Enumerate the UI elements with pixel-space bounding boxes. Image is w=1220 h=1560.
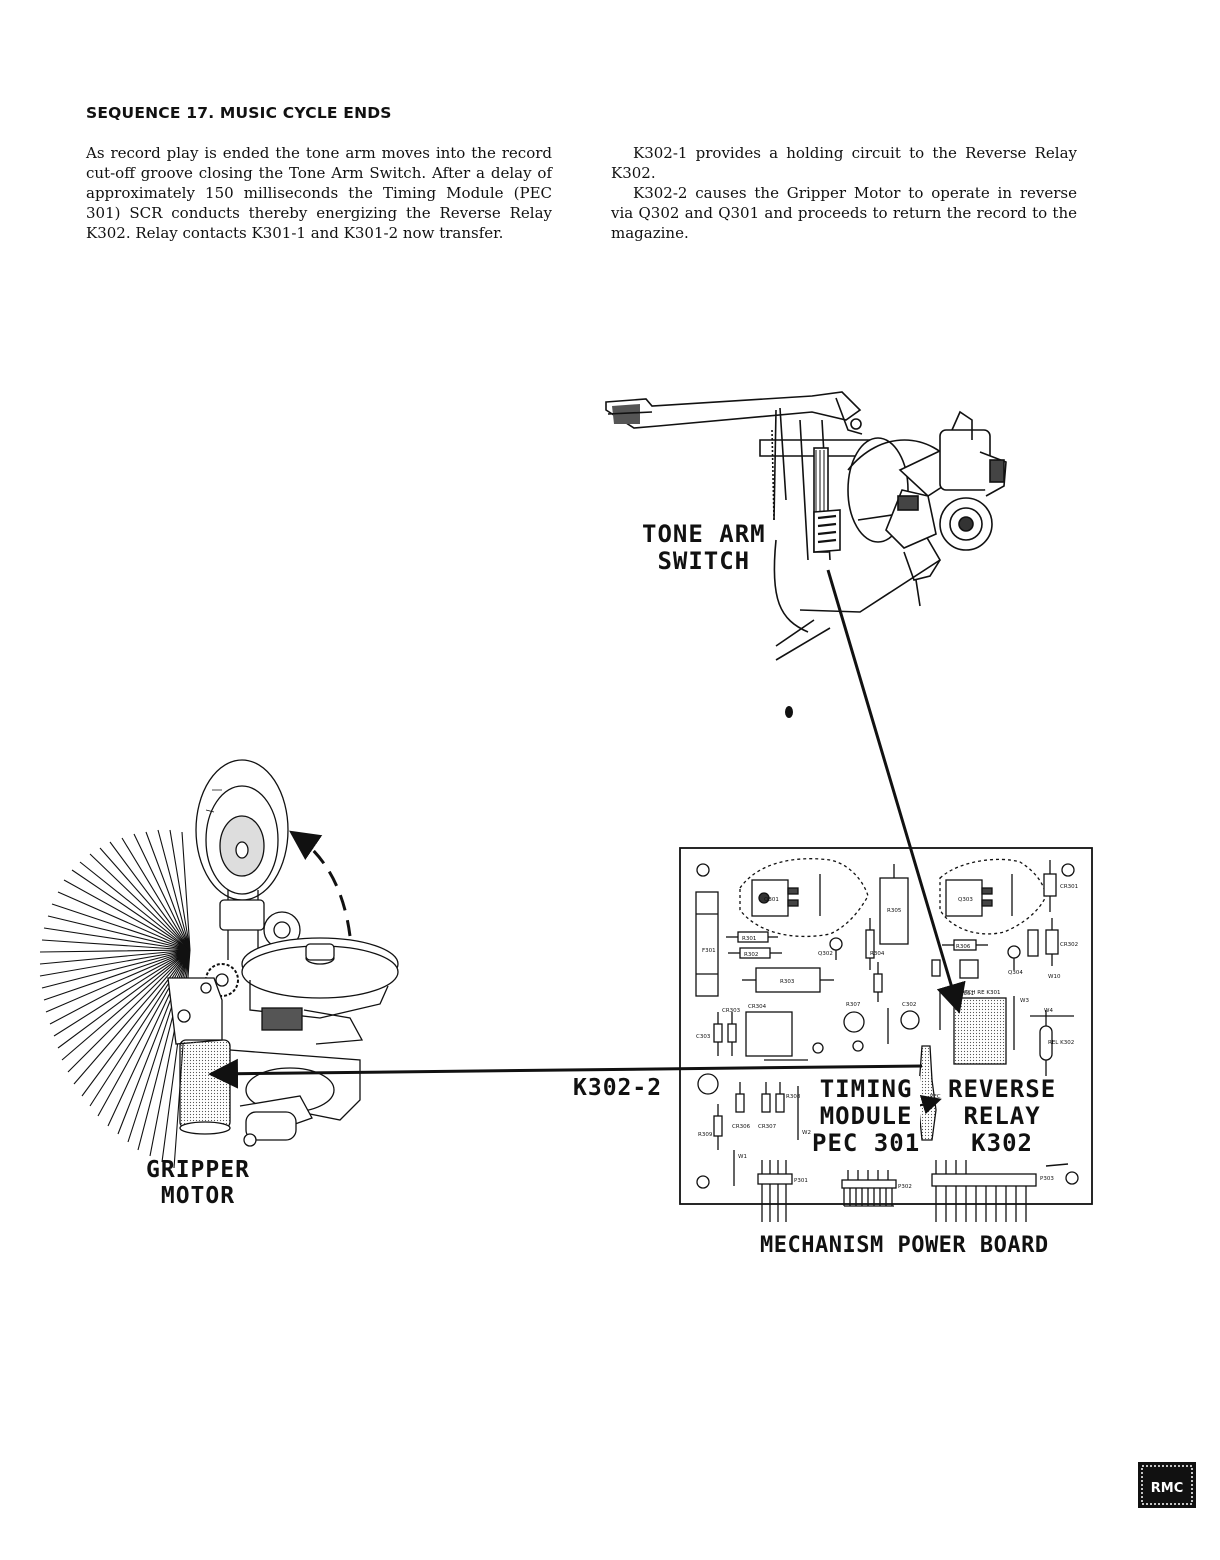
label-line: PEC 301 bbox=[812, 1128, 921, 1157]
label-line: MODULE bbox=[819, 1101, 913, 1130]
part-code: Q303 bbox=[958, 897, 973, 903]
board-part-codes: Q301 Q303 R305 CR301 R301 R302 F301 R303… bbox=[696, 884, 1078, 1190]
label-line: RELAY bbox=[963, 1101, 1041, 1130]
part-code: R305 bbox=[887, 908, 902, 914]
part-code: CR304 bbox=[748, 1004, 767, 1010]
left-column: As record play is ended the tone arm mov… bbox=[86, 143, 552, 243]
part-code: S301 bbox=[960, 991, 974, 997]
label-line: GRIPPER bbox=[146, 1157, 250, 1183]
rmc-logo: RMC bbox=[1138, 1462, 1196, 1508]
part-code: R309 bbox=[698, 1132, 713, 1138]
reverse-relay-label: REVERSE RELAY K302 bbox=[948, 1075, 1057, 1157]
k302-2-to-gripper-arrow bbox=[208, 1058, 923, 1089]
part-code: CR306 bbox=[732, 1124, 751, 1130]
connector-p301 bbox=[757, 1160, 793, 1222]
part-code: R307 bbox=[846, 1002, 861, 1008]
board-caption: MECHANISM POWER BOARD bbox=[760, 1233, 1049, 1258]
part-code: W10 bbox=[1048, 974, 1061, 980]
part-code: W1 bbox=[738, 1154, 747, 1160]
tone-arm-assembly bbox=[605, 391, 1007, 661]
right-column: K302-1 provides a holding circuit to the… bbox=[611, 143, 1077, 243]
part-code: P301 bbox=[794, 1178, 808, 1184]
part-code: REL K302 bbox=[1048, 1040, 1074, 1046]
part-code: CR301 bbox=[1060, 884, 1078, 890]
k302-leader bbox=[1045, 1163, 1069, 1167]
part-code: R302 bbox=[744, 952, 758, 958]
part-code: C303 bbox=[696, 1034, 711, 1040]
section-heading: SEQUENCE 17. MUSIC CYCLE ENDS bbox=[86, 104, 392, 122]
part-code: Q304 bbox=[1008, 970, 1023, 976]
part-code: R306 bbox=[956, 944, 971, 950]
power-board bbox=[679, 847, 1093, 1222]
part-code: C302 bbox=[902, 1002, 916, 1008]
part-code: PEC bbox=[930, 1094, 941, 1100]
label-line: SWITCH bbox=[657, 546, 751, 575]
logo-text: RMC bbox=[1151, 1481, 1184, 1496]
gripper-rotation-arrow bbox=[289, 830, 352, 937]
part-code: CR303 bbox=[722, 1008, 741, 1014]
gripper-motor-label: GRIPPER MOTOR bbox=[146, 1157, 250, 1210]
part-code: R308 bbox=[786, 1094, 801, 1100]
part-code: W4 bbox=[1044, 1008, 1053, 1014]
label-line: TONE ARM bbox=[642, 520, 766, 548]
part-code: F301 bbox=[702, 948, 716, 954]
part-code: R301 bbox=[742, 936, 756, 942]
part-code: CR302 bbox=[1060, 942, 1078, 948]
label-line: K302 bbox=[971, 1128, 1033, 1157]
gripper-assembly bbox=[39, 759, 399, 1169]
part-code: W2 bbox=[802, 1130, 811, 1136]
tone-arm-switch-label: TONE ARM SWITCH bbox=[642, 521, 766, 575]
part-code: R304 bbox=[870, 951, 885, 957]
part-code: P303 bbox=[1040, 1176, 1054, 1182]
ink-dot bbox=[785, 706, 793, 718]
connector-p303 bbox=[931, 1160, 1037, 1222]
left-paragraph: As record play is ended the tone arm mov… bbox=[86, 144, 552, 242]
right-paragraph-1: K302-1 provides a holding circuit to the… bbox=[611, 144, 1077, 182]
k302-2-label: K302-2 bbox=[573, 1075, 663, 1101]
timing-module-label: TIMING MODULE PEC 301 bbox=[812, 1075, 921, 1157]
part-code: Q302 bbox=[818, 951, 833, 957]
part-code: W3 bbox=[1020, 998, 1029, 1004]
part-code: CR307 bbox=[758, 1124, 777, 1130]
part-code: R303 bbox=[780, 979, 795, 985]
part-code: P302 bbox=[898, 1184, 912, 1190]
right-paragraph-2: K302-2 causes the Gripper Motor to opera… bbox=[611, 184, 1077, 242]
part-code: Q301 bbox=[764, 897, 779, 903]
part-code: LATCH RE K301 bbox=[958, 990, 1000, 996]
tone-arm-to-relay-arrow bbox=[826, 569, 966, 1014]
label-line: TIMING bbox=[819, 1075, 913, 1103]
connector-p302 bbox=[841, 1170, 897, 1207]
label-line: MOTOR bbox=[160, 1182, 236, 1209]
label-line: REVERSE bbox=[948, 1075, 1057, 1103]
timing-module-pointer bbox=[917, 1095, 942, 1115]
